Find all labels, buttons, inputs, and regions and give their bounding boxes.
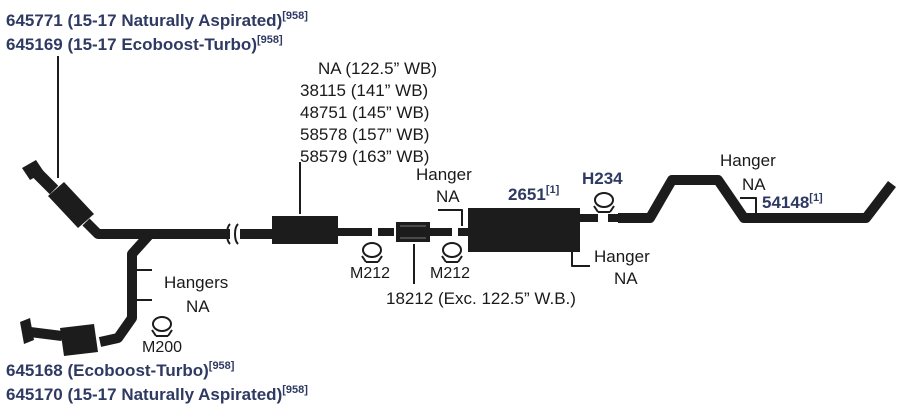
- hanger-lower-label: Hanger: [594, 247, 650, 266]
- clamp-m212-right-icon: [441, 242, 463, 263]
- clamp-m200-icon: [151, 316, 173, 337]
- wheelbase-label-58578: 58578 (157” WB): [300, 125, 430, 144]
- part-label-54148-text: 54148: [762, 193, 810, 212]
- connector-18212: [396, 222, 430, 242]
- wheelbase-label-58579: 58579 (163” WB): [300, 147, 430, 166]
- part-label-h234: H234: [582, 169, 623, 188]
- part-label-645168-ref: [958]: [208, 360, 235, 372]
- hangers-left-label: Hangers: [164, 273, 229, 292]
- hanger-mid-label: Hanger: [416, 165, 472, 184]
- part-label-645169: 645169 (15-17 Ecoboost-Turbo)[958]: [6, 34, 283, 54]
- part-label-2651-ref: [1]: [545, 184, 560, 196]
- lower-branch-pipe: [98, 230, 154, 347]
- part-label-645169-ref: [958]: [256, 34, 283, 46]
- part-label-645170-text: 645170 (15-17 Naturally Aspirated): [6, 385, 283, 404]
- part-label-54148: 54148[1]: [762, 192, 823, 212]
- part-label-645168-text: 645168 (Ecoboost-Turbo): [6, 361, 209, 380]
- clamp-m212-left-label: M212: [350, 265, 391, 282]
- hanger-right-label: Hanger: [720, 151, 776, 170]
- part-label-645168: 645168 (Ecoboost-Turbo)[958]: [6, 360, 235, 380]
- hanger-lower-na-label: NA: [614, 269, 638, 288]
- connector-groove: [400, 225, 426, 239]
- slip-joint-left: [226, 223, 231, 245]
- part-label-645170-ref: [958]: [282, 384, 308, 396]
- part-label-645771-ref: [958]: [282, 10, 308, 22]
- leader-hanger-lower: [571, 252, 590, 267]
- wheelbase-label-48751: 48751 (145” WB): [300, 103, 430, 122]
- upper-converter-neck: [31, 167, 59, 195]
- lower-catalytic-converter: [60, 324, 98, 356]
- clamp-m212-right-label: M212: [430, 265, 471, 282]
- part-label-2651-text: 2651: [508, 185, 546, 204]
- hangers-left-na-label: NA: [186, 297, 210, 316]
- part-label-645170: 645170 (15-17 Naturally Aspirated)[958]: [6, 384, 308, 404]
- front-pipe: [82, 218, 230, 239]
- part-label-645771: 645771 (15-17 Naturally Aspirated)[958]: [6, 10, 308, 30]
- resonator: [272, 216, 338, 244]
- lower-converter-neck: [29, 327, 63, 341]
- hanger-mid-na-label: NA: [436, 187, 460, 206]
- muffler: [468, 208, 580, 252]
- part-label-645771-text: 645771 (15-17 Naturally Aspirated): [6, 11, 283, 30]
- part-label-18212: 18212 (Exc. 122.5” W.B.): [386, 289, 576, 308]
- tailpipe: [618, 175, 896, 223]
- wheelbase-label-na: NA (122.5” WB): [318, 59, 438, 78]
- leader-hanger-right: [740, 197, 757, 218]
- wheelbase-label-38115: 38115 (141” WB): [300, 81, 429, 100]
- part-label-645169-text: 645169 (15-17 Ecoboost-Turbo): [6, 35, 257, 54]
- clamp-m212-left-icon: [361, 242, 383, 263]
- clamp-h234-icon: [593, 192, 615, 213]
- lower-converter-flange: [20, 318, 34, 344]
- leader-hanger-mid: [438, 209, 463, 226]
- hanger-right-na-label: NA: [742, 175, 766, 194]
- clamp-m200-label: M200: [142, 339, 183, 356]
- slip-joint-right: [234, 223, 239, 245]
- part-label-54148-ref: [1]: [809, 192, 823, 204]
- upper-catalytic-converter: [48, 182, 94, 228]
- part-label-2651: 2651[1]: [508, 184, 560, 204]
